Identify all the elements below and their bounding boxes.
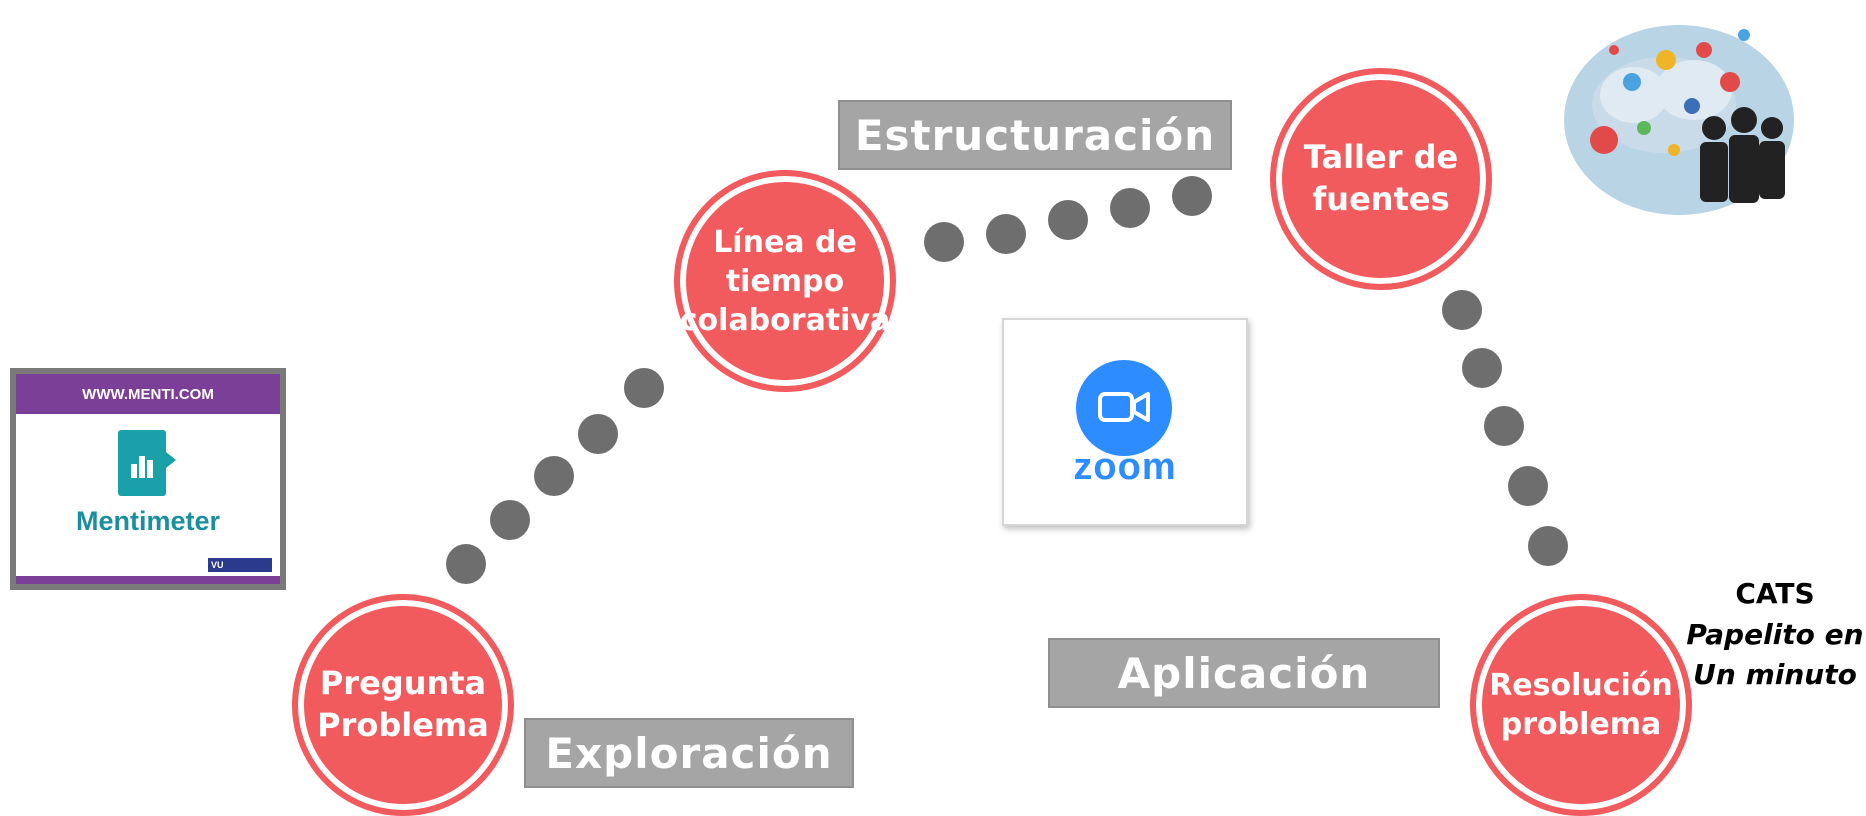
phase-aplicacion: Aplicación bbox=[1048, 638, 1440, 708]
cats-title: CATS bbox=[1735, 577, 1815, 610]
phase-exploracion: Exploración bbox=[524, 718, 854, 788]
path-dot bbox=[1528, 526, 1568, 566]
menti-brand: Mentimeter bbox=[75, 506, 221, 536]
menti-badge: VU bbox=[208, 558, 272, 572]
node-label: problema bbox=[1500, 707, 1662, 742]
bar-chart-icon bbox=[118, 430, 176, 496]
mentimeter-card: WWW.MENTI.COM Mentimeter VU bbox=[10, 368, 286, 590]
path-dot bbox=[1442, 290, 1482, 330]
node-resolucion-problema: Resolución problema bbox=[1470, 594, 1692, 816]
cats-note: CATS Papelito en Un minuto bbox=[1684, 574, 1866, 696]
node-label: Resolución bbox=[1489, 668, 1673, 703]
node-pregunta-problema: Pregunta Problema bbox=[292, 594, 514, 816]
path-dot bbox=[578, 414, 618, 454]
node-label: Pregunta bbox=[319, 664, 487, 703]
zoom-wordmark: zoom bbox=[1073, 446, 1177, 488]
video-camera-icon bbox=[1076, 360, 1172, 456]
phase-estructuracion: Estructuración bbox=[838, 100, 1232, 170]
node-label: colaborativa bbox=[679, 302, 891, 338]
path-dot bbox=[534, 456, 574, 496]
node-linea-de-tiempo: Línea de tiempo colaborativa bbox=[674, 170, 896, 392]
node-label: Problema bbox=[317, 706, 489, 744]
path-dot bbox=[986, 214, 1026, 254]
menti-bottom-bar bbox=[16, 576, 280, 584]
menti-url: WWW.MENTI.COM bbox=[16, 374, 280, 414]
node-label: tiempo bbox=[725, 263, 845, 299]
node-label: fuentes bbox=[1312, 180, 1450, 218]
node-label: Taller de bbox=[1303, 138, 1459, 177]
path-dot bbox=[1508, 466, 1548, 506]
path-dot bbox=[1110, 188, 1150, 228]
node-label: Línea de bbox=[713, 224, 857, 260]
path-dot bbox=[624, 368, 664, 408]
path-dot bbox=[1172, 176, 1212, 216]
zoom-card: zoom bbox=[1002, 318, 1248, 526]
path-dot bbox=[490, 500, 530, 540]
path-dot bbox=[1048, 200, 1088, 240]
cats-line: Un minuto bbox=[1693, 658, 1857, 692]
node-taller-de-fuentes: Taller de fuentes bbox=[1270, 68, 1492, 290]
cats-line: Papelito en bbox=[1686, 617, 1864, 651]
social-network-cloud-icon bbox=[1554, 10, 1804, 220]
path-dot bbox=[924, 222, 964, 262]
path-dot bbox=[446, 544, 486, 584]
path-dot bbox=[1484, 406, 1524, 446]
path-dot bbox=[1462, 348, 1502, 388]
